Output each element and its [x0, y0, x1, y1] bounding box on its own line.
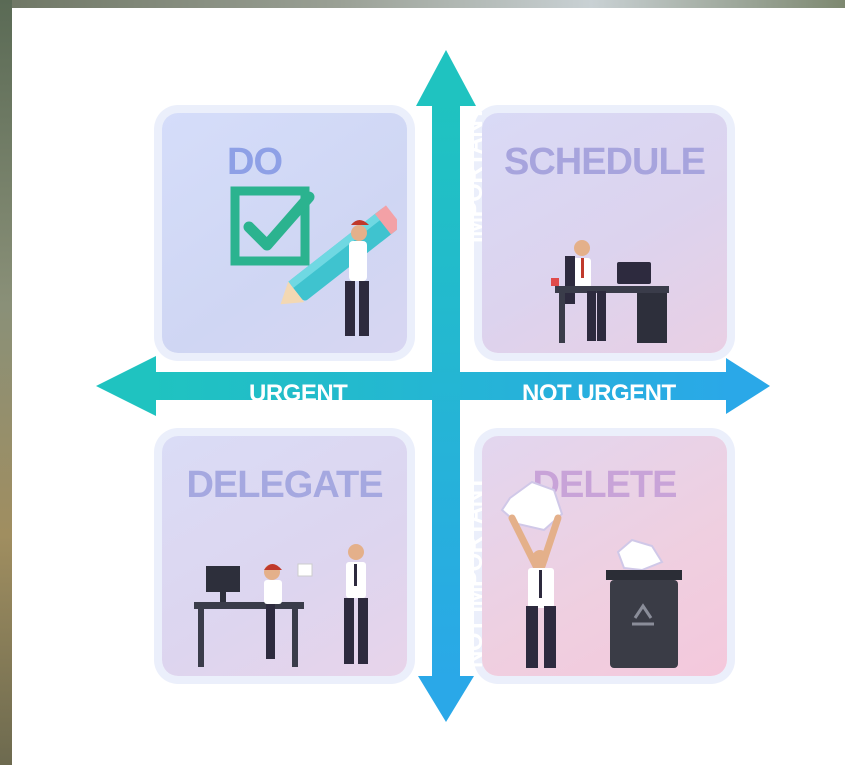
axis-label-important: IMPORTANT [461, 106, 488, 243]
arrow-up-icon [416, 50, 476, 106]
person-head-icon [532, 550, 548, 566]
paper-pile-icon [616, 538, 664, 572]
eisenhower-matrix-canvas: DO SCHEDULE DELEGATE DELETE [12, 8, 845, 765]
vertical-axis-arrow [416, 50, 476, 722]
checkmark-icon [243, 191, 315, 251]
desk-icon [555, 286, 669, 293]
quadrant-schedule-label: SCHEDULE [503, 141, 706, 183]
axis-label-not-important: NOT IMPORTANT [461, 476, 488, 668]
paper-icon [297, 563, 313, 577]
trash-bin-lid-icon [606, 570, 682, 580]
checkbox-icon [230, 186, 310, 266]
person-head-icon [348, 544, 364, 560]
arrow-right-icon [726, 358, 770, 414]
delegate-office-illustration [194, 544, 368, 667]
chair-icon [565, 256, 575, 304]
arrow-left-icon [96, 356, 156, 416]
schedule-desk-illustration [551, 240, 669, 343]
axis-arrows [96, 50, 770, 722]
recycle-icon [632, 603, 654, 626]
axis-label-urgent: URGENT [249, 380, 348, 407]
quadrant-do-label: DO [227, 141, 283, 183]
person-head-icon [574, 240, 590, 256]
mug-icon [551, 278, 559, 286]
desk-icon [194, 602, 304, 609]
background-strip-left [0, 0, 12, 765]
axis-label-not-urgent: NOT URGENT [522, 380, 676, 407]
background-strip-top [0, 0, 845, 8]
delete-trash-illustration [500, 480, 682, 668]
laptop-icon [617, 262, 651, 284]
arrow-down-icon [418, 676, 474, 722]
monitor-icon [206, 566, 240, 592]
person-head-icon [351, 225, 367, 241]
quadrant-delegate-label: DELEGATE [186, 464, 383, 506]
do-checkbox-pencil-illustration [230, 186, 397, 336]
